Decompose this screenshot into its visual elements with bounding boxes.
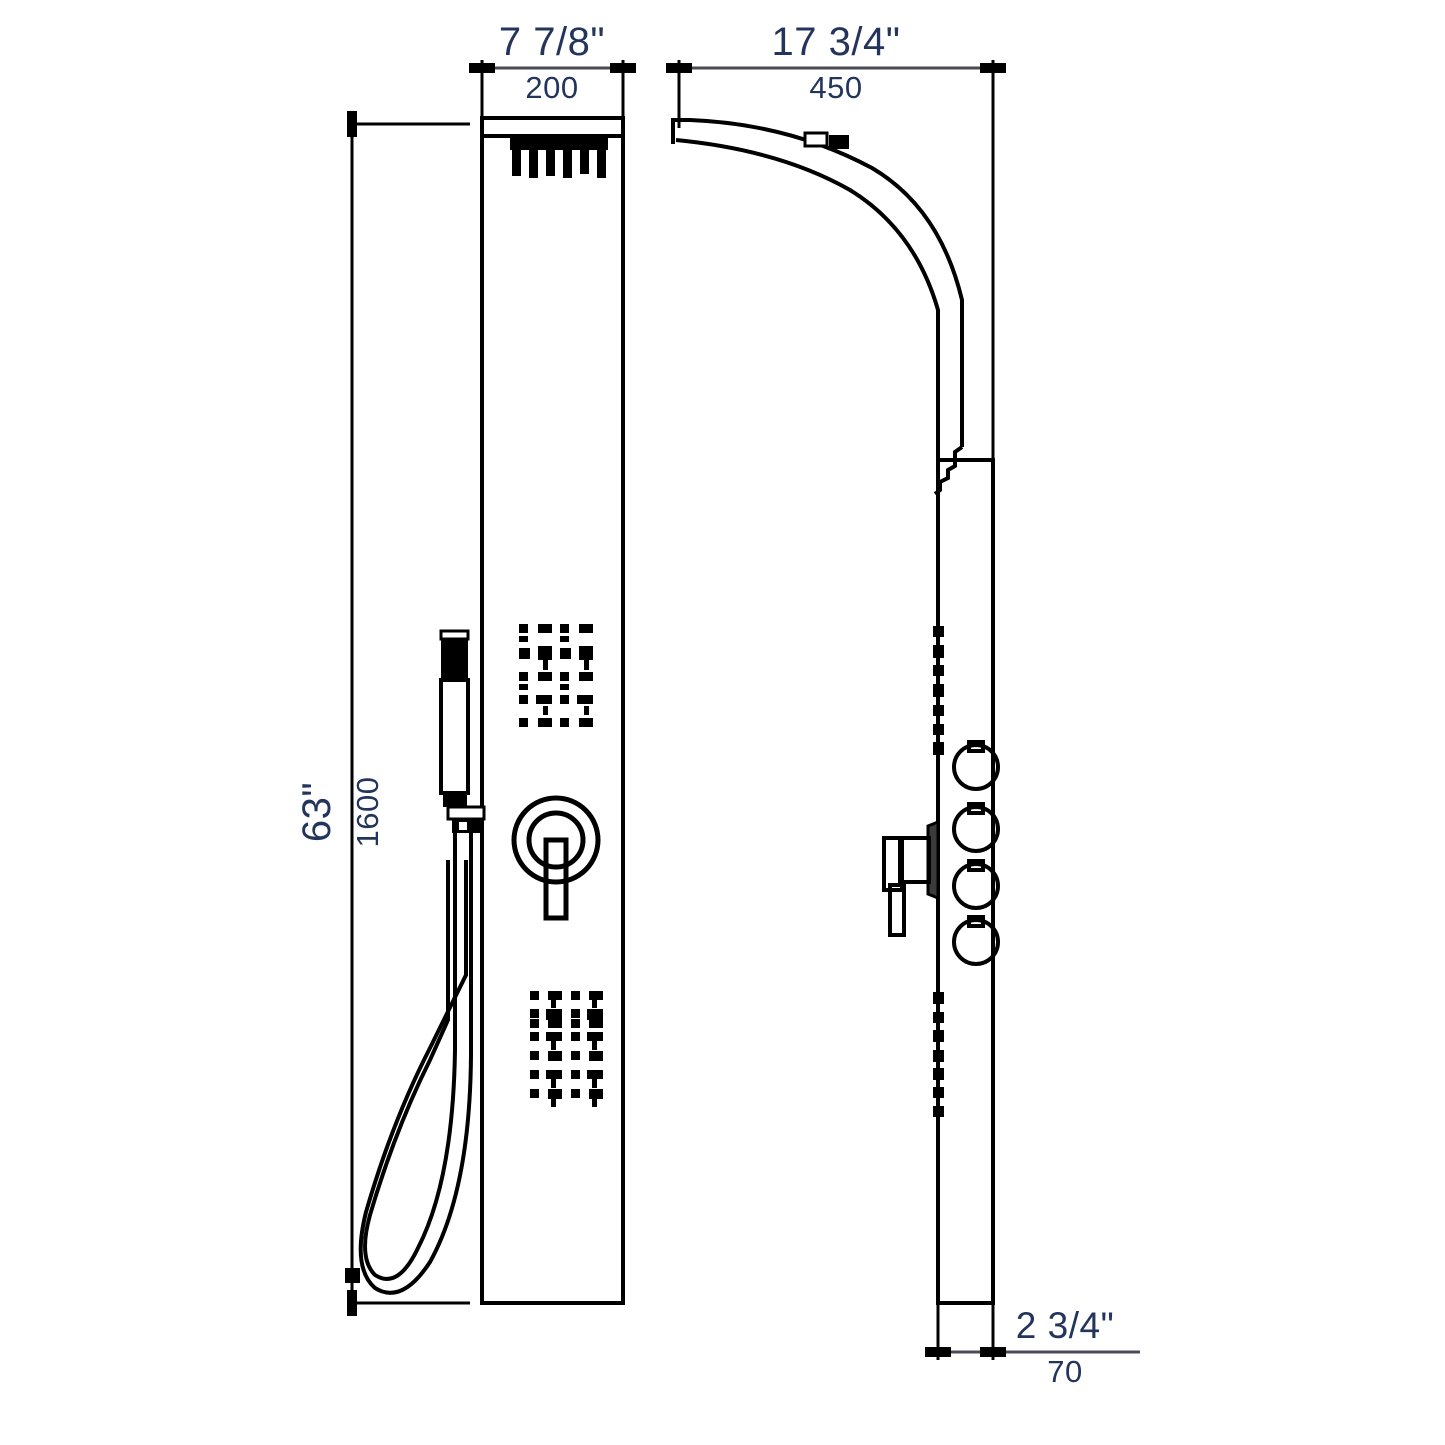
front-width-tick-left bbox=[469, 63, 495, 73]
upper-body-jet-array bbox=[519, 624, 593, 727]
height-tick-top bbox=[347, 111, 357, 137]
base-depth-tick-left bbox=[925, 1347, 951, 1357]
front-view-group: 7 7/8" 200 63" 1600 bbox=[295, 20, 636, 1316]
mixer-valve-lever-profile[interactable] bbox=[882, 819, 940, 937]
base-depth-imperial-label: 2 3/4" bbox=[1016, 1305, 1114, 1346]
rain-shower-head-icon bbox=[510, 138, 608, 178]
base-depth-tick-right bbox=[980, 1347, 1006, 1357]
height-tick-bottom bbox=[347, 1290, 357, 1316]
base-depth-metric-label: 70 bbox=[1047, 1354, 1082, 1389]
upper-jet-profile-ticks bbox=[933, 626, 944, 755]
lower-body-jet-array bbox=[530, 991, 603, 1107]
control-knob-profile-1[interactable] bbox=[952, 740, 1000, 791]
front-panel-body bbox=[480, 134, 625, 1305]
mixer-valve-knob[interactable] bbox=[511, 795, 601, 921]
control-knob-profile-2[interactable] bbox=[952, 802, 1000, 853]
side-depth-tick-left bbox=[666, 63, 692, 73]
lower-jet-profile-ticks bbox=[933, 992, 944, 1117]
shower-hose-loop bbox=[358, 833, 473, 1295]
front-width-tick-right bbox=[610, 63, 636, 73]
side-view-group: 17 3/4" 450 bbox=[666, 20, 1140, 1389]
front-width-imperial-label: 7 7/8" bbox=[499, 20, 605, 64]
hose-anchor-marker bbox=[345, 1268, 360, 1283]
front-width-metric-label: 200 bbox=[525, 70, 578, 105]
control-knob-profile-3[interactable] bbox=[952, 859, 1000, 910]
side-depth-metric-label: 450 bbox=[809, 70, 862, 105]
side-depth-imperial-label: 17 3/4" bbox=[772, 20, 901, 64]
side-depth-tick-right bbox=[980, 63, 1006, 73]
shower-arm-joint bbox=[803, 131, 849, 149]
curved-shower-arm bbox=[671, 118, 964, 460]
control-knob-profile-4[interactable] bbox=[952, 915, 1000, 966]
control-knob-profiles[interactable] bbox=[952, 740, 1000, 966]
height-imperial-label: 63" bbox=[295, 782, 339, 842]
height-metric-label: 1600 bbox=[350, 777, 385, 848]
handheld-shower-wand bbox=[439, 629, 486, 833]
